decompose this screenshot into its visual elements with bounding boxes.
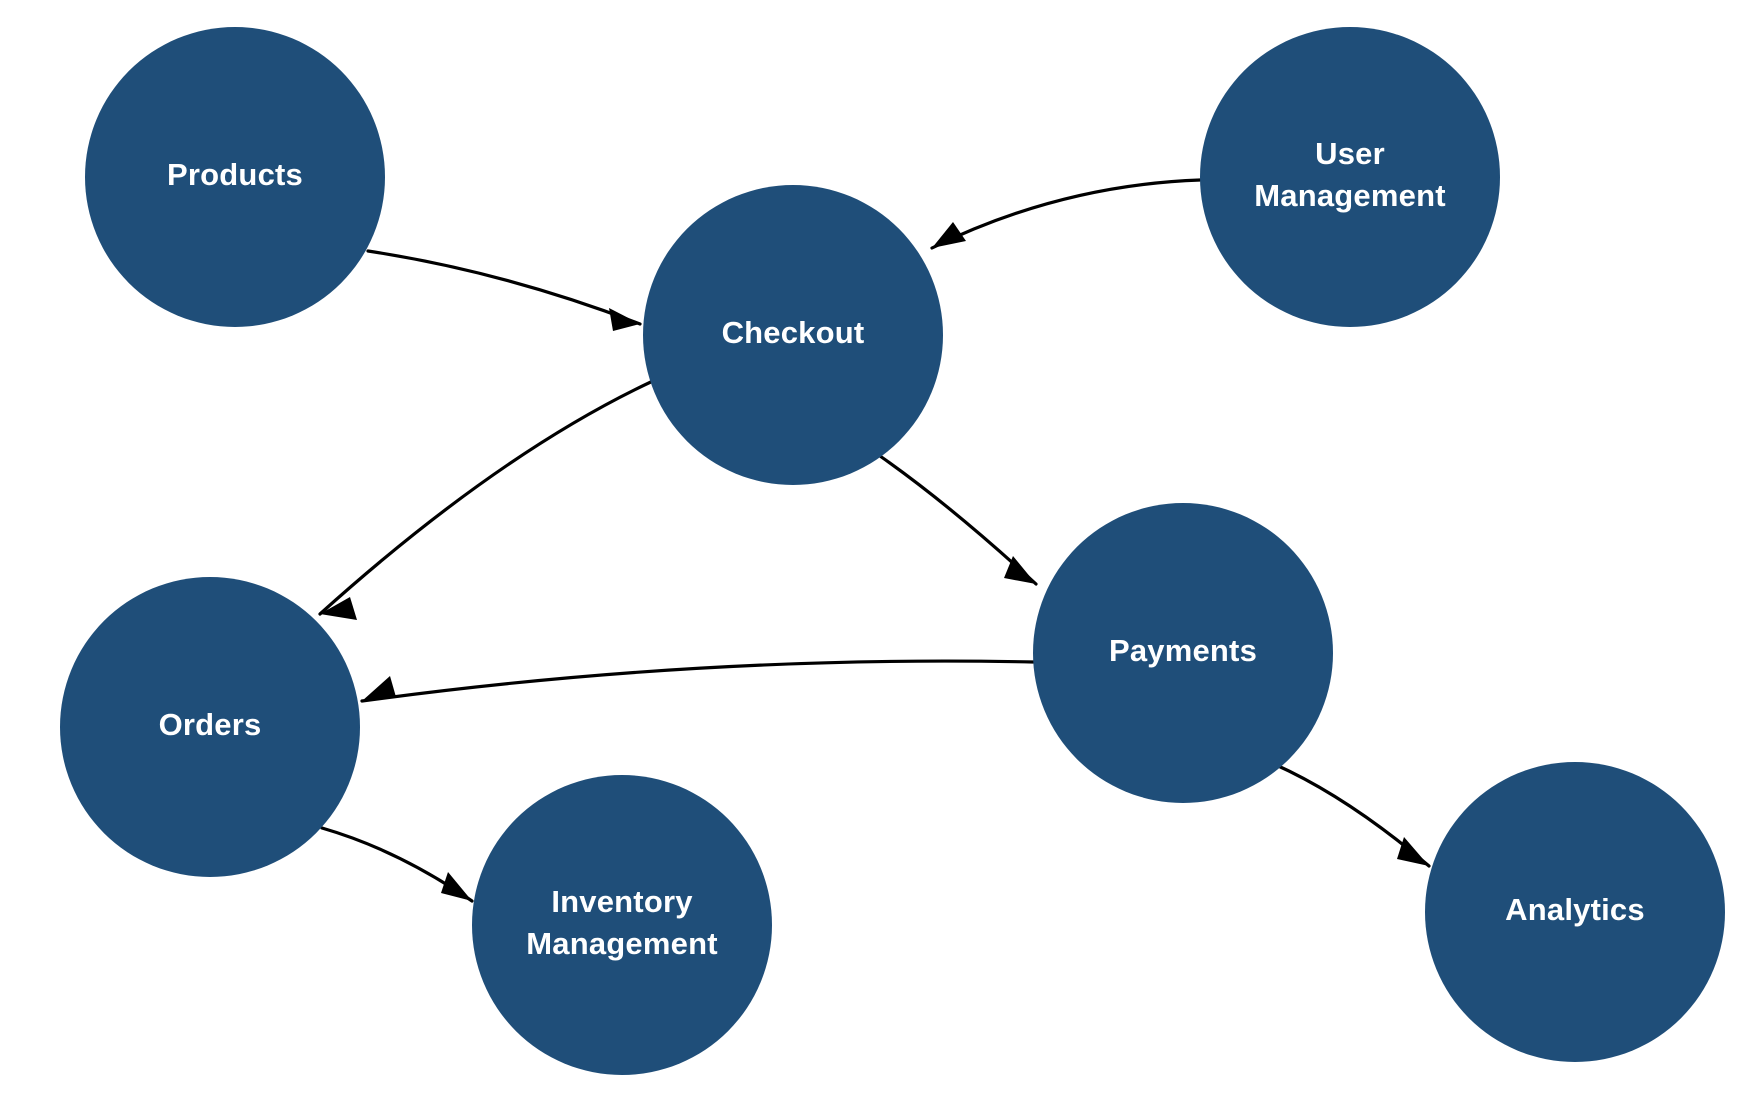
node-circle[interactable] (1425, 762, 1725, 1062)
node-analytics[interactable]: Analytics (1425, 762, 1725, 1062)
arrowhead-icon (320, 597, 357, 620)
node-circle[interactable] (472, 775, 772, 1075)
node-circle[interactable] (85, 27, 385, 327)
node-circle[interactable] (1200, 27, 1500, 327)
node-circle[interactable] (1033, 503, 1333, 803)
arrowhead-icon (609, 308, 640, 331)
edge-line (930, 178, 1202, 250)
edge-line (318, 378, 657, 616)
edge-checkout-to-payments[interactable] (878, 454, 1038, 586)
edge-payments-to-analytics[interactable] (1272, 762, 1431, 868)
edge-line (366, 249, 642, 326)
arrowhead-icon (932, 222, 966, 248)
arrowhead-icon (1004, 556, 1036, 584)
node-circle[interactable] (643, 185, 943, 485)
edge-user-management-to-checkout[interactable] (930, 178, 1202, 250)
arrowhead-icon (362, 676, 396, 701)
arrowhead-icon (441, 872, 472, 901)
node-checkout[interactable]: Checkout (643, 185, 943, 485)
edge-orders-to-inventory-management[interactable] (320, 826, 474, 903)
arrowhead-icon (1397, 837, 1429, 866)
edge-checkout-to-orders[interactable] (318, 378, 657, 620)
node-circle[interactable] (60, 577, 360, 877)
edge-products-to-checkout[interactable] (366, 249, 642, 331)
node-payments[interactable]: Payments (1033, 503, 1333, 803)
edges-layer (318, 178, 1431, 903)
node-products[interactable]: Products (85, 27, 385, 327)
edge-payments-to-orders[interactable] (360, 659, 1035, 703)
edge-line (360, 659, 1035, 703)
node-orders[interactable]: Orders (60, 577, 360, 877)
